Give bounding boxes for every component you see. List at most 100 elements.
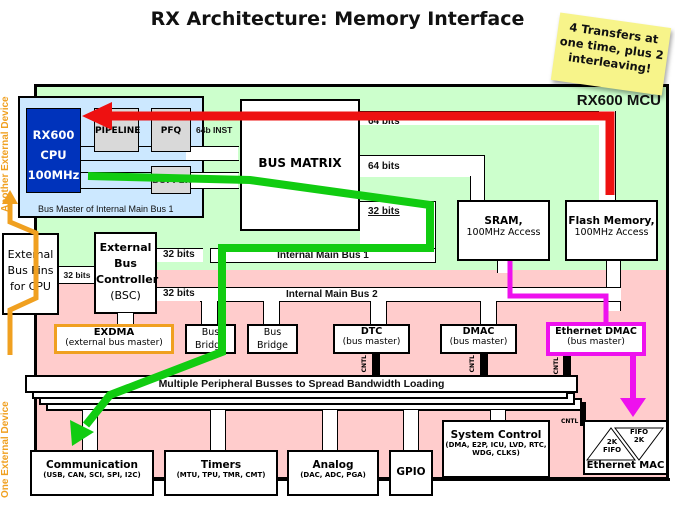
dmac-box: DMAC (bus master)	[440, 324, 517, 354]
timers-sub: (MTU, TPU, TMR, CMT)	[176, 471, 266, 479]
eth-dmac-sub: (bus master)	[567, 337, 625, 347]
system-control-sub2: WDG, CLKS)	[472, 449, 520, 457]
bsc-line2: Bus	[114, 257, 137, 270]
dtc-box: DTC (bus master)	[333, 324, 410, 354]
bsc-bus2-width: 32 bits	[163, 288, 195, 299]
gpio-link	[403, 410, 419, 452]
pfq-box: PFQ	[151, 108, 191, 152]
system-control-box: System Control (DMA, E2P, ICU, LVD, RTC,…	[442, 420, 550, 478]
exdma-box: EXDMA (external bus master)	[54, 324, 174, 354]
sram-bus-width-label: 64 bits	[368, 161, 400, 172]
gpio-label: GPIO	[396, 466, 426, 478]
timers-link	[210, 410, 226, 452]
fifo-tx-label: FIFO 2K	[629, 428, 649, 444]
side-label-one-device: One External Device	[0, 401, 11, 498]
inst-bus-fill	[186, 147, 238, 160]
internal-main-bus-2-label: Internal Main Bus 2	[286, 289, 378, 300]
exdma-sub: (external bus master)	[65, 338, 163, 348]
ext-pins-line2: Bus Pins	[7, 264, 54, 277]
bus-bridge-1: Bus Bridge	[185, 324, 236, 354]
flash-memory-box: Flash Memory, 100MHz Access	[565, 200, 658, 261]
eth-dmac-cntl-label: CNTL	[553, 357, 560, 375]
bus-bridge-2: Bus Bridge	[247, 324, 298, 354]
dmac-title: DMAC	[462, 326, 495, 337]
analog-box: Analog (DAC, ADC, PGA)	[287, 450, 379, 496]
analog-title: Analog	[312, 459, 354, 471]
dtc-sub: (bus master)	[342, 337, 401, 347]
bsc-bus1-link: 32 bits	[157, 248, 203, 262]
ext-pins-width-label: 32 bits	[63, 270, 91, 280]
bridge2-bus2-link	[263, 301, 280, 326]
mcu-label: RX600 MCU	[576, 92, 661, 109]
side-label-another-device: Another External Device	[0, 96, 11, 212]
dtc-title: DTC	[360, 326, 383, 337]
bus1-width-label: 32 bits	[368, 206, 400, 217]
cpu-box: RX600 CPU 100MHz	[26, 108, 81, 193]
buffer-box: BUFFER	[151, 166, 192, 194]
peripheral-bus-label: Multiple Peripheral Busses to Spread Ban…	[158, 378, 445, 390]
bus-bridge-2-line2: Bridge	[257, 340, 288, 351]
dmac-sub: (bus master)	[449, 337, 508, 347]
communication-title: Communication	[46, 459, 138, 471]
ethernet-dmac-box: Ethernet DMAC (bus master)	[546, 322, 646, 356]
internal-main-bus-2: Internal Main Bus 2	[200, 287, 621, 302]
ext-pins-line1: External	[7, 248, 54, 261]
peripheral-bus: Multiple Peripheral Busses to Spread Ban…	[25, 375, 578, 393]
analog-link	[322, 410, 338, 452]
communication-box: Communication (USB, CAN, SCI, SPI, I2C)	[30, 450, 154, 496]
dmac-cntl-link	[480, 354, 488, 376]
system-control-sub1: (DMA, E2P, ICU, LVD, RTC,	[445, 441, 547, 449]
pipeline-box: PIPELINE	[94, 108, 140, 152]
flash-bus-vertical	[599, 111, 616, 201]
bus-matrix-label: BUS MATRIX	[258, 156, 342, 170]
eth-mac-cntl-label: CNTL	[561, 418, 579, 425]
page-title: RX Architecture: Memory Interface	[150, 8, 525, 30]
bus-bridge-1-line1: Bus	[201, 327, 220, 338]
bridge1-bus2-link	[201, 301, 218, 326]
bus-bridge-1-line2: Bridge	[195, 340, 226, 351]
sram-bus-vertical	[470, 176, 485, 201]
cpu-inst-line-bottom	[81, 160, 239, 161]
ext-pins-line3: for CPU	[10, 280, 51, 293]
ethernet-mac-box: 2K FIFO FIFO 2K Ethernet MAC	[583, 420, 668, 475]
sram-title: SRAM,	[484, 215, 523, 227]
sram-bus2-link	[497, 261, 512, 273]
cpu-line3: 100MHz	[27, 168, 80, 182]
cpu-line2: CPU	[40, 148, 67, 162]
analog-sub: (DAC, ADC, PGA)	[300, 471, 366, 479]
sram-sub: 100MHz Access	[466, 227, 541, 238]
data-bus-fill	[186, 173, 238, 188]
gpio-box: GPIO	[389, 450, 433, 496]
sram-box: SRAM, 100MHz Access	[457, 200, 550, 261]
dtc-cntl-label: CNTL	[361, 355, 368, 373]
timers-box: Timers (MTU, TPU, TMR, CMT)	[164, 450, 278, 496]
cpu-line1: RX600	[32, 128, 75, 142]
cpu-group-caption: Bus Master of Internal Main Bus 1	[38, 204, 174, 214]
system-control-title: System Control	[450, 429, 542, 441]
bsc-box: External Bus Controller (BSC)	[94, 232, 159, 314]
fifo-rx-label: 2K FIFO	[602, 438, 622, 454]
internal-main-bus-1-label: Internal Main Bus 1	[277, 250, 369, 261]
flash-sub: 100MHz Access	[574, 227, 649, 238]
dtc-bus2-link	[370, 301, 387, 326]
dmac-cntl-label: CNTL	[469, 355, 476, 373]
eth-mac-cntl-link	[580, 402, 586, 426]
sysctl-link	[490, 410, 506, 422]
bsc-bus2-link: 32 bits	[157, 287, 203, 301]
fifo-triangles-icon	[586, 427, 664, 461]
bsc-bus1-width: 32 bits	[163, 249, 195, 260]
external-bus-pins-box: External Bus Pins for CPU	[2, 233, 59, 315]
flash-title: Flash Memory,	[568, 215, 655, 227]
exdma-title: EXDMA	[93, 327, 135, 338]
internal-main-bus-1: Internal Main Bus 1	[210, 248, 436, 263]
communication-sub: (USB, CAN, SCI, SPI, I2C)	[43, 471, 141, 479]
bsc-line1: External	[99, 241, 152, 254]
comm-link	[82, 410, 98, 452]
timers-title: Timers	[200, 459, 242, 471]
flash-bus-width-label: 64 bits	[368, 116, 400, 127]
eth-dmac-cntl-link	[563, 356, 571, 376]
inst-width-label: 64b INST	[196, 125, 233, 135]
bus-matrix: BUS MATRIX	[240, 99, 360, 231]
eth-dmac-title: Ethernet DMAC	[555, 326, 637, 337]
bsc-line3: Controller	[96, 273, 159, 286]
